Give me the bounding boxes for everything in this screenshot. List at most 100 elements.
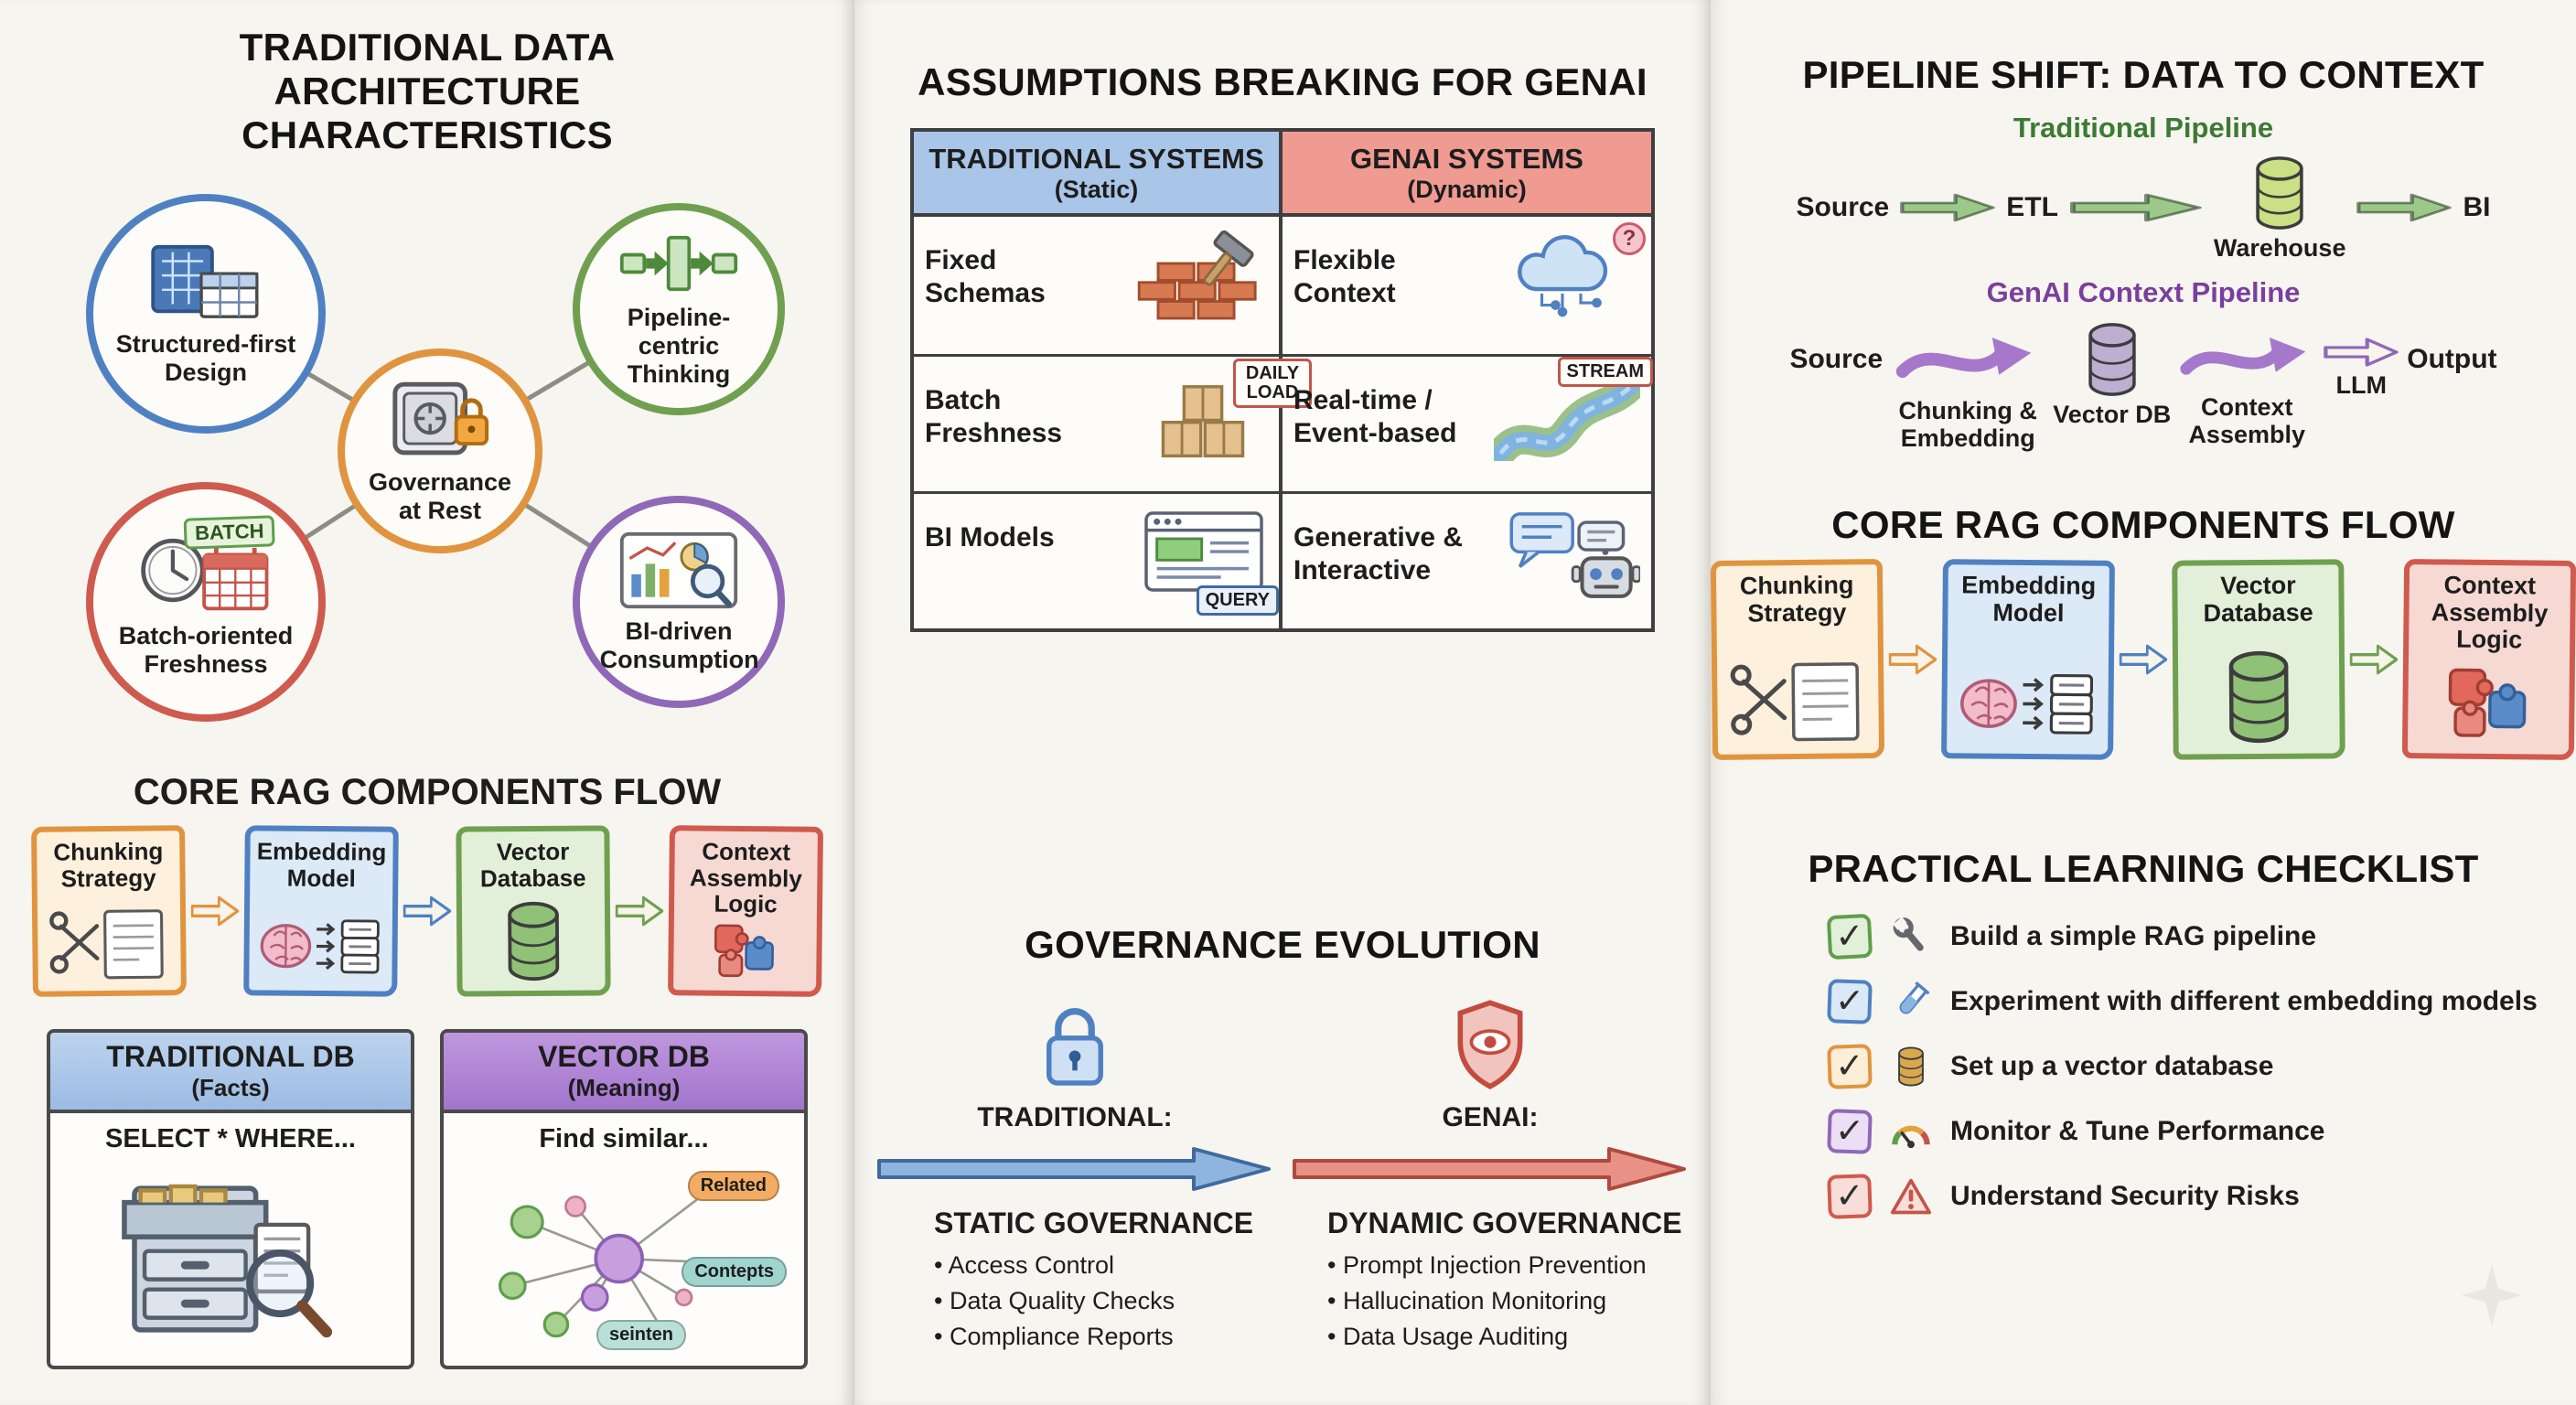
similarity-query-text: Find similar... [539,1123,709,1153]
brain-vectors-icon [1956,661,2099,746]
scissors-document-icon [1729,658,1867,747]
shield-eye-icon [1457,1000,1523,1089]
node-governance-at-rest: Governance at Rest [338,348,542,553]
list-item: Data Quality Checks [934,1283,1276,1319]
db-comparison: TRADITIONAL DB (Facts) SELECT * WHERE... [0,1028,854,1369]
static-governance-block: STATIC GOVERNANCE Access Control Data Qu… [874,1207,1276,1355]
pipeline-step-vector-db: Vector DB [2053,401,2172,429]
traditional-label: TRADITIONAL: [977,1101,1173,1132]
vector-db-item: Vector DB [2053,313,2171,428]
rag-step-label: Embedding Model [1961,571,2097,627]
rag-flow-right: Chunking Strategy Embedding Model Vector… [1710,559,2576,760]
column-header-genai: GENAI SYSTEMS (Dynamic) [1283,131,1651,217]
table-body: Fixed Schemas [914,216,1653,628]
checklist-label: Understand Security Risks [1950,1180,2300,1211]
checklist-label: Monitor & Tune Performance [1950,1115,2325,1146]
checklist-item: ✓ Set up a vector database [1827,1044,2576,1089]
node-batch-oriented-freshness: BATCH Batch-oriented Freshness [86,481,326,722]
rag-step-label: Vector Database [479,837,586,892]
static-governance-list: Access Control Data Quality Checks Compl… [934,1248,1276,1355]
rag-step-label: Embedding Model [256,837,387,892]
network-node-label: Related [687,1170,779,1201]
checkbox: ✓ [1827,979,1873,1024]
architecture-hub-diagram: Structured-first Design Pipeline-centric… [0,163,854,768]
vault-lock-icon [392,381,489,455]
flow-arrow-icon [402,893,452,929]
rag-step-label: Context Assembly Logic [689,837,802,918]
database-cylinder-icon [2223,648,2295,747]
rag-step-embedding-model: Embedding Model [243,824,399,997]
rag-step-vector-database: Vector Database [456,825,611,997]
rag-step-chunking-strategy: Chunking Strategy [31,824,187,997]
list-item: Compliance Reports [934,1319,1276,1355]
database-icon [1890,1046,1932,1088]
table-row: Fixed Schemas [914,216,1651,354]
list-item: Data Usage Auditing [1327,1319,1691,1355]
panel-title: TRADITIONAL DB [106,1039,355,1073]
table-row: BI Models QUERY Generative & Interact [914,490,1651,628]
wavy-arrow-icon [2180,327,2313,391]
assumptions-title: ASSUMPTIONS BREAKING FOR GENAI [918,60,1648,103]
rag-flow-title-left: CORE RAG COMPONENTS FLOW [133,771,722,812]
stacked-boxes-icon: DAILY LOAD [1153,358,1312,469]
panel-assumptions-governance: ASSUMPTIONS BREAKING FOR GENAI TRADITION… [854,0,1711,1405]
flow-arrow-icon [190,893,240,929]
puzzle-pieces-icon [703,917,788,983]
stream-badge: STREAM [1557,356,1653,387]
vector-db-header: VECTOR DB (Meaning) [444,1032,804,1113]
pipeline-step-chunking: Chunking & Embedding [1898,397,2037,453]
traditional-arrow-icon [877,1146,1271,1191]
table-header-row: TRADITIONAL SYSTEMS (Static) GENAI SYSTE… [914,131,1651,217]
checkbox: ✓ [1826,913,1873,960]
puzzle-pieces-icon [2441,658,2537,746]
padlock-icon [1046,1007,1103,1086]
flow-arrow-icon [2119,641,2168,678]
flow-arrow-icon [615,893,664,929]
daily-load-badge: DAILY LOAD [1233,358,1312,408]
cell-realtime-event-based: Real-time / Event-based STREAM [1283,353,1653,491]
node-label: Pipeline-centric Thinking [627,304,731,389]
cell-generative-interactive: Generative & Interactive [1283,490,1651,628]
batch-tag: BATCH [183,514,276,550]
node-label: Batch-oriented Freshness [118,621,294,678]
network-node-label: Contepts [682,1256,787,1287]
bi-charts-icon [619,531,738,609]
pipeline-step-etl: ETL [2006,191,2058,222]
gauge-icon [1892,1125,1930,1148]
chat-robot-icon [1503,507,1642,610]
pipeline-step-llm: LLM [2335,371,2387,400]
panel-subtitle: (Facts) [191,1073,270,1101]
scissors-document-icon [48,906,171,983]
warning-triangle-icon [1890,1178,1932,1215]
assumptions-table: TRADITIONAL SYSTEMS (Static) GENAI SYSTE… [910,127,1655,632]
rag-step-label: Context Assembly Logic [2431,571,2549,654]
pipeline-step-output: Output [2407,344,2497,375]
node-pipeline-centric-thinking: Pipeline-centric Thinking [573,202,785,415]
query-badge: QUERY [1196,585,1279,616]
llm-item: LLM [2323,313,2399,399]
test-tube-icon [1899,981,1930,1014]
list-item: Access Control [934,1248,1276,1283]
wrench-icon [1893,917,1924,951]
checklist-item: ✓ Experiment with different embedding mo… [1827,979,2576,1024]
dynamic-governance-block: DYNAMIC GOVERNANCE Prompt Injection Prev… [1289,1207,1691,1355]
node-label: Governance at Rest [368,467,512,524]
pipeline-step-context-assembly: Context Assembly [2188,393,2306,449]
checklist-item: ✓ Build a simple RAG pipeline [1826,913,2576,960]
pipeline-step-bi: BI [2463,191,2491,222]
pipeline-arrow-icon [2355,190,2453,225]
checkbox: ✓ [1827,1174,1873,1219]
sql-query-text: SELECT * WHERE... [105,1123,356,1153]
stream-river-icon: STREAM [1486,356,1653,468]
brain-vectors-icon [256,909,385,983]
node-label: BI-driven Consumption [599,617,759,674]
brick-wall-hammer-icon [1131,230,1268,329]
cell-fixed-schemas: Fixed Schemas [914,216,1283,354]
network-illustration: Related Contepts seinten [444,1158,804,1357]
file-cabinet-magnifier-icon [122,1184,333,1337]
traditional-pipeline-label: Traditional Pipeline [2012,111,2274,144]
chunking-embedding-item: Chunking & Embedding [1890,313,2045,452]
rag-step-embedding-model: Embedding Model [1941,559,2115,760]
vector-db-panel: VECTOR DB (Meaning) Find similar... [440,1028,808,1369]
